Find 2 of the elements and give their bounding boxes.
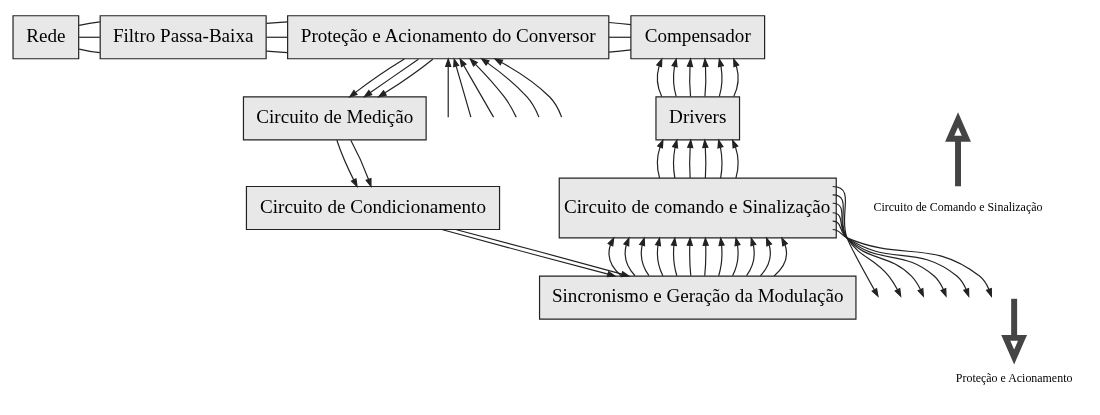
node-text: Circuito de Comando e Sinalização: [873, 199, 1043, 214]
node-text: Proteção e Acionamento: [955, 370, 1073, 385]
